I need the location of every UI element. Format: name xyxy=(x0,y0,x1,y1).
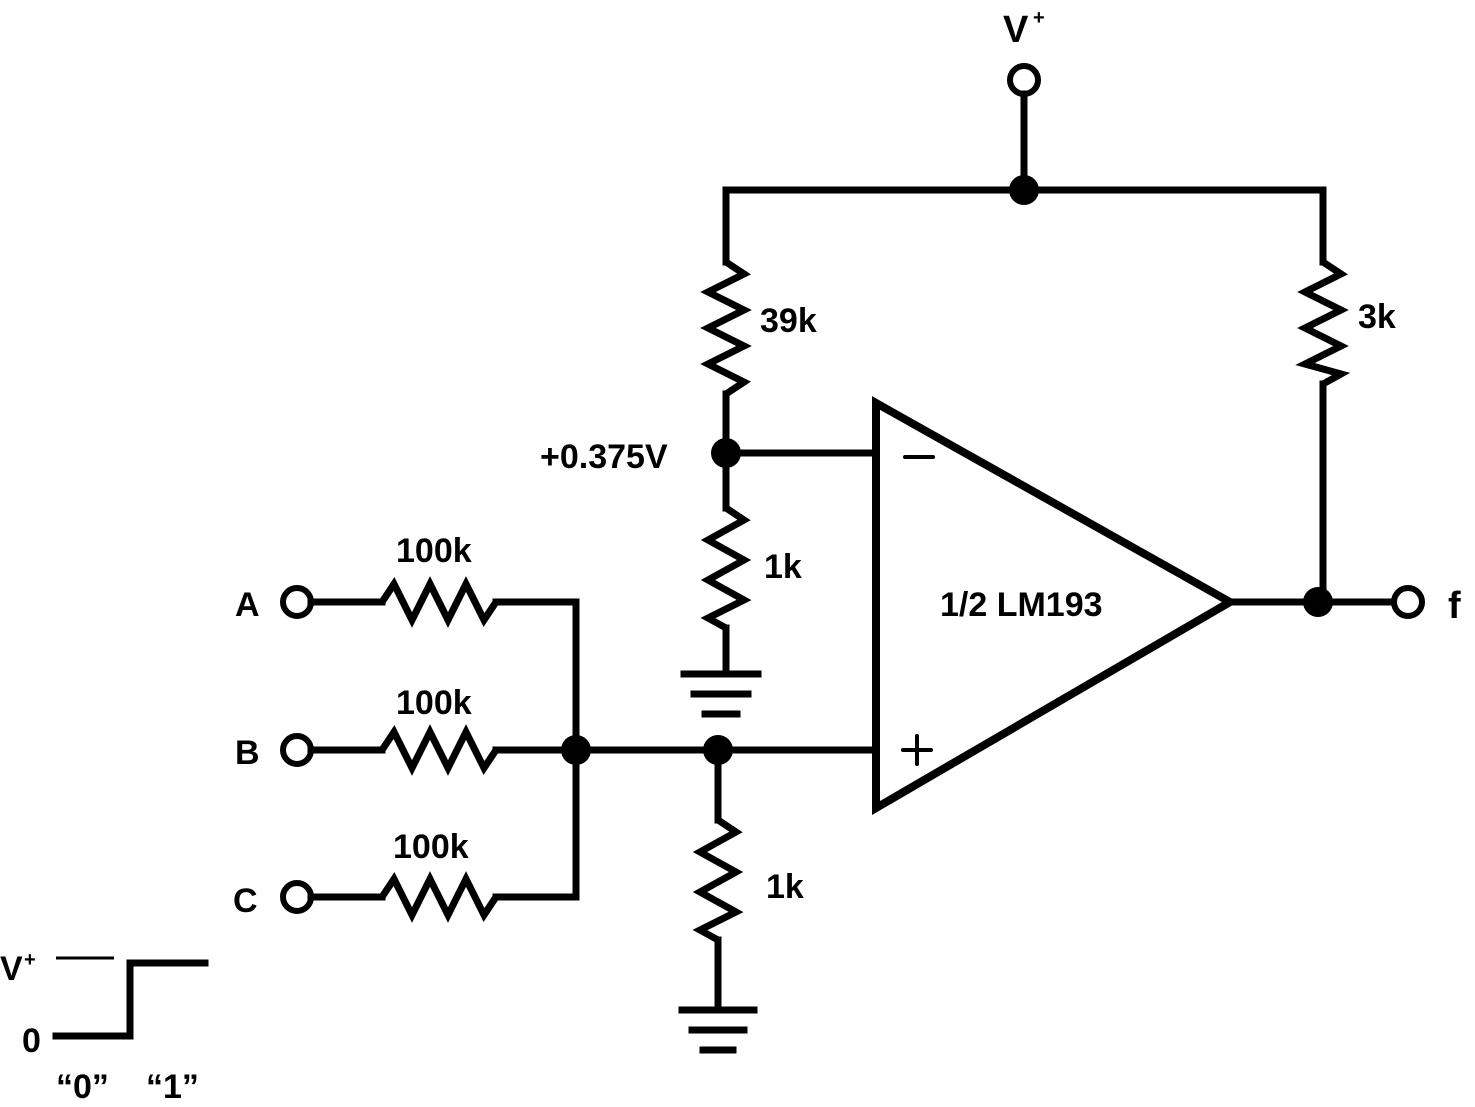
comparator-label: 1/2 LM193 xyxy=(940,586,1103,624)
ground-symbol-lower xyxy=(678,1006,758,1054)
legend-high-superscript: + xyxy=(24,949,36,971)
resistor-100k-b-label: 100k xyxy=(396,684,472,722)
supply-terminal xyxy=(1007,63,1041,194)
resistor-1k-sum-label: 1k xyxy=(766,868,804,906)
legend-state-one: “1” xyxy=(146,1068,199,1106)
output-label: f xyxy=(1448,585,1461,627)
logic-level-waveform xyxy=(52,956,209,1040)
output-net xyxy=(1226,585,1425,619)
input-b-branch xyxy=(280,724,880,776)
resistor-1k-divider-label: 1k xyxy=(764,548,802,586)
node-voltage-label: +0.375V xyxy=(540,438,668,476)
input-c-branch xyxy=(280,746,580,923)
legend-high-label: V xyxy=(0,950,23,988)
supply-label: V xyxy=(1003,9,1029,51)
resistor-100k-c-label: 100k xyxy=(393,828,469,866)
sum-resistor-column xyxy=(692,746,744,1012)
input-a-branch xyxy=(280,576,580,754)
comparator-triangle xyxy=(872,396,1239,815)
top-rail xyxy=(722,175,1327,205)
input-b-label: B xyxy=(235,734,260,772)
resistor-100k-a-label: 100k xyxy=(396,532,472,570)
divider-left-column xyxy=(700,186,880,676)
legend-state-zero: “0” xyxy=(56,1068,109,1106)
legend-low-label: 0 xyxy=(22,1022,41,1060)
pullup-right-column xyxy=(1295,186,1351,606)
supply-superscript: + xyxy=(1033,7,1045,29)
ground-symbol-upper xyxy=(680,670,762,718)
resistor-3k-label: 3k xyxy=(1358,298,1396,336)
resistor-39k-label: 39k xyxy=(760,302,817,340)
input-a-label: A xyxy=(235,586,260,624)
input-c-label: C xyxy=(233,882,258,920)
